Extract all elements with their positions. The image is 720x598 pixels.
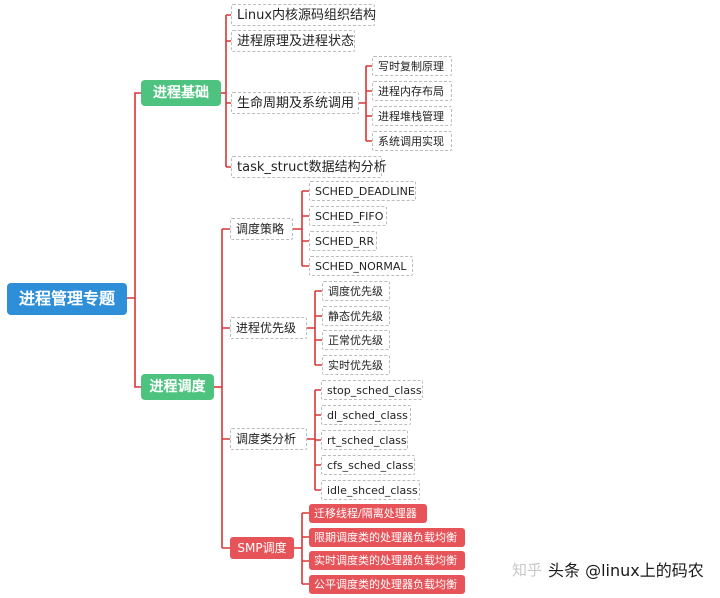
node-sched-deadline: SCHED_DEADLINE	[309, 181, 416, 201]
node-sched-fifo: SCHED_FIFO	[309, 206, 387, 226]
node-kernel-source-structure: Linux内核源码组织结构	[231, 4, 376, 26]
node-migration-thread: 迁移线程/隔离处理器	[309, 504, 427, 523]
node-dl-sched-class: dl_sched_class	[321, 405, 411, 425]
root-node: 进程管理专题	[7, 283, 127, 315]
watermark-text: 头条 @linux上的码农	[548, 561, 704, 580]
node-normal-priority: 正常优先级	[322, 330, 390, 350]
node-smp-scheduling: SMP调度	[230, 537, 294, 559]
node-rt-sched-class: rt_sched_class	[321, 430, 408, 450]
node-task-struct: task_struct数据结构分析	[231, 156, 387, 178]
node-deadline-load-balance: 限期调度类的处理器负载均衡	[309, 528, 465, 547]
node-process-priority: 进程优先级	[230, 317, 307, 339]
node-fair-load-balance: 公平调度类的处理器负载均衡	[309, 575, 465, 594]
node-cfs-sched-class: cfs_sched_class	[321, 455, 415, 475]
node-sched-rr: SCHED_RR	[309, 231, 377, 251]
node-stop-sched-class: stop_sched_class	[321, 380, 423, 400]
node-copy-on-write: 写时复制原理	[372, 56, 452, 76]
node-rt-load-balance: 实时调度类的处理器负载均衡	[309, 551, 465, 570]
node-realtime-priority: 实时优先级	[322, 355, 390, 375]
node-memory-layout: 进程内存布局	[372, 81, 452, 101]
node-stack-management: 进程堆栈管理	[372, 106, 452, 126]
node-sched-policy: 调度策略	[230, 218, 293, 240]
node-process-principle: 进程原理及进程状态	[231, 30, 355, 52]
node-syscall-impl: 系统调用实现	[372, 131, 452, 151]
watermark-brand: 知乎	[512, 560, 543, 579]
watermark: 知乎 头条 @linux上的码农	[512, 558, 704, 581]
node-sched-priority: 调度优先级	[322, 281, 390, 301]
topic-process-basics: 进程基础	[141, 80, 221, 106]
node-static-priority: 静态优先级	[322, 306, 390, 326]
node-sched-normal: SCHED_NORMAL	[309, 256, 413, 276]
node-idle-sched-class: idle_shced_class	[321, 480, 420, 500]
topic-process-scheduling: 进程调度	[141, 374, 214, 400]
node-sched-class-analysis: 调度类分析	[230, 428, 307, 450]
node-lifecycle-syscalls: 生命周期及系统调用	[231, 92, 359, 114]
